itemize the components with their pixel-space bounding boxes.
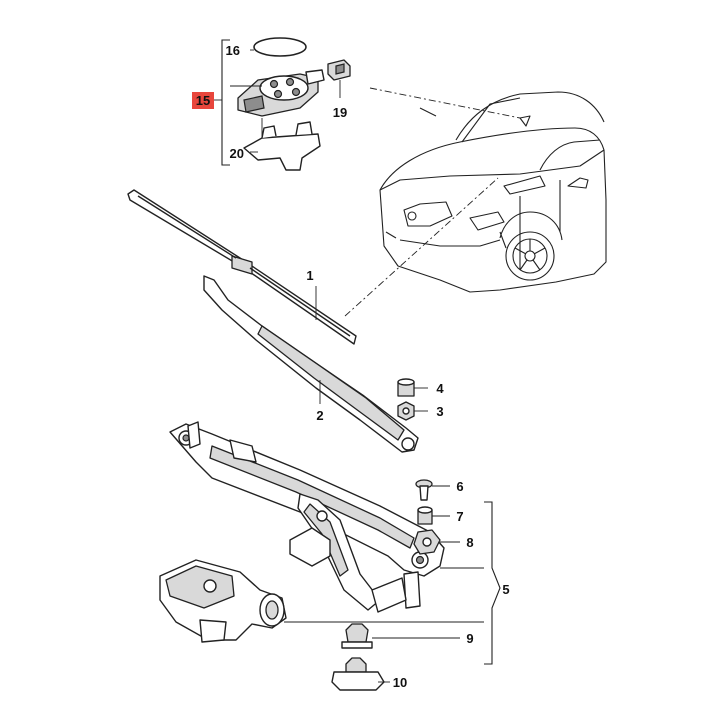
wiper-location-line [344, 177, 499, 317]
sensor-group-bracket [221, 39, 230, 166]
callout-15-box [192, 92, 214, 109]
part-20-bracket [243, 118, 321, 171]
part-2-wiper-arm [203, 275, 419, 453]
car-illustration [379, 91, 607, 293]
callout-4: 4 [436, 381, 444, 396]
callout-3: 3 [436, 404, 443, 419]
part-8-grommet [413, 529, 441, 555]
callout-20: 20 [230, 146, 244, 161]
callout-7: 7 [456, 509, 463, 524]
part-5-wiper-linkage [169, 421, 445, 613]
callout-10: 10 [393, 675, 407, 690]
part-7-bushing [417, 506, 433, 525]
callout-9: 9 [466, 631, 473, 646]
callout-5: 5 [502, 582, 509, 597]
part-6-screw [415, 479, 433, 501]
part-16-seal-ring [253, 37, 307, 57]
callout-15: 15 [196, 93, 210, 108]
part-15-sensor [237, 69, 325, 117]
callout-16: 16 [226, 43, 240, 58]
part-19-connector [327, 59, 351, 81]
part-3-nut [397, 401, 415, 421]
part-1-wiper-blade [127, 189, 357, 345]
linkage-group-bracket [484, 501, 501, 665]
wiper-motor [159, 559, 287, 643]
part-10-mount [331, 657, 385, 691]
callout-1: 1 [306, 268, 313, 283]
rain-sensor-group [214, 37, 351, 171]
callout-6: 6 [456, 479, 463, 494]
callout-19: 19 [333, 105, 347, 120]
callout-2: 2 [316, 408, 323, 423]
part-9-clip [341, 623, 373, 649]
sensor-location-line [369, 87, 521, 119]
part-4-cap [397, 378, 415, 397]
callout-8: 8 [466, 535, 473, 550]
